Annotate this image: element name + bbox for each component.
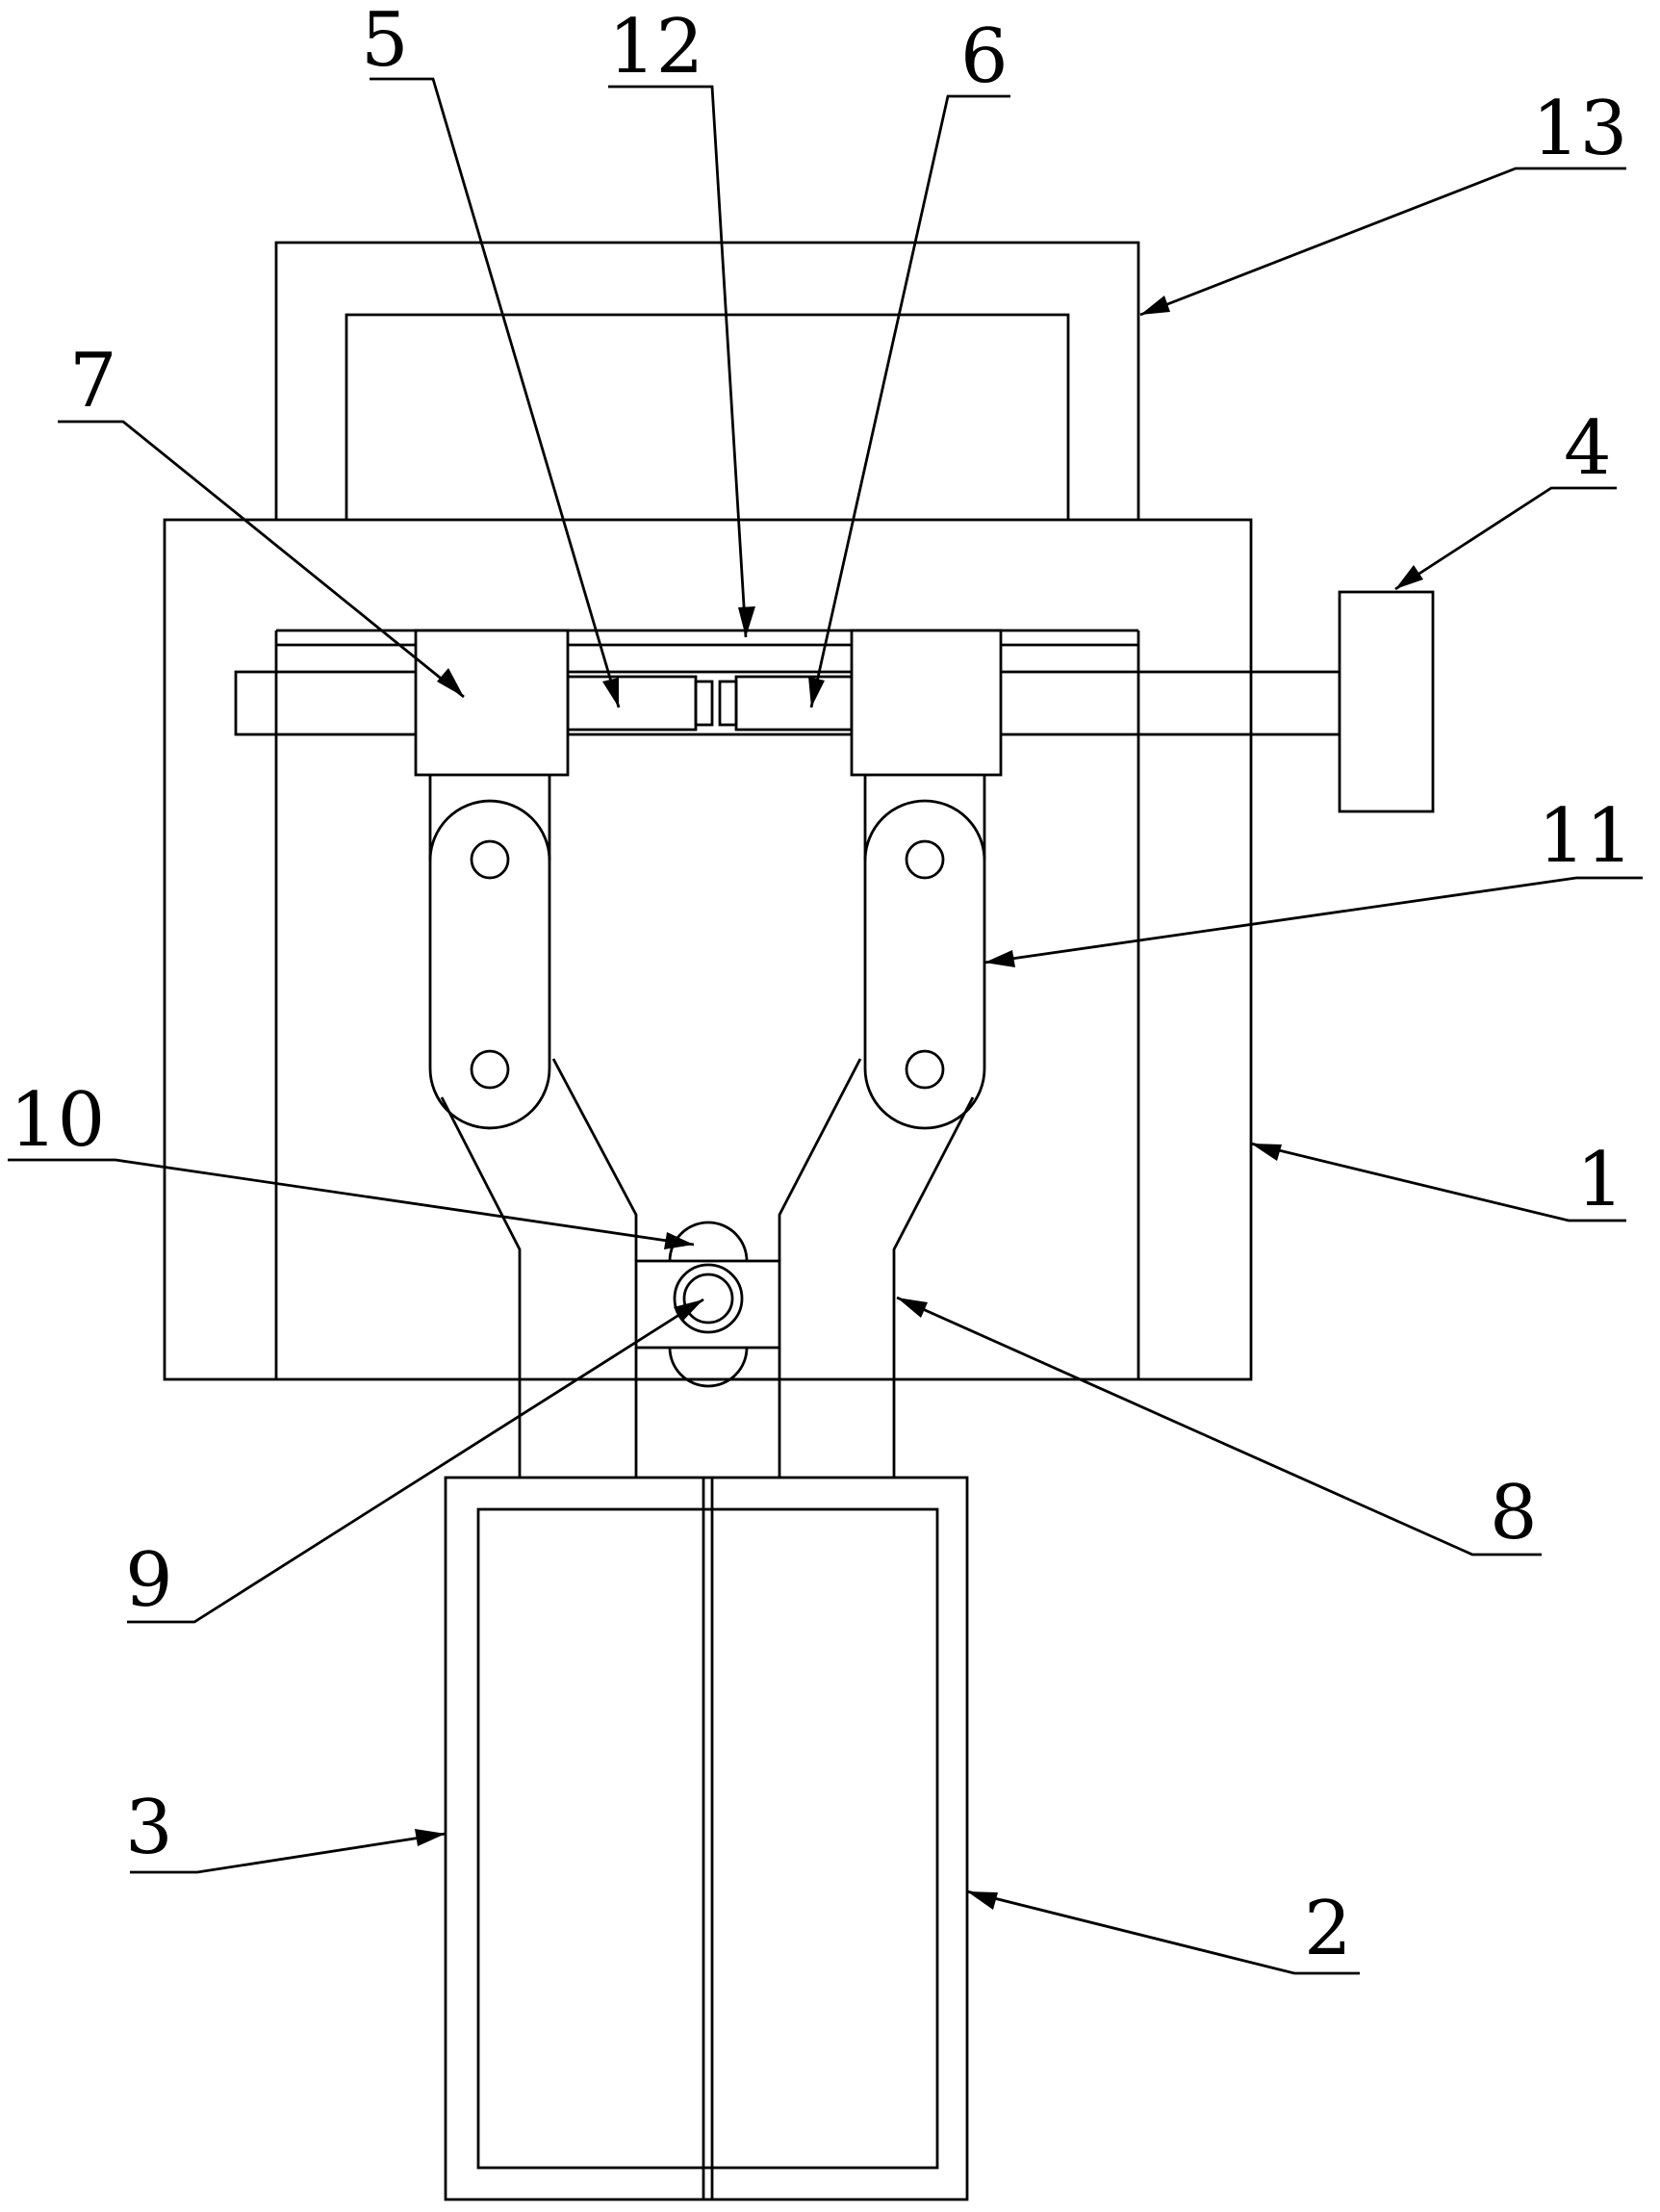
pivot-assembly: [634, 1221, 781, 1388]
leader-2: 2: [966, 1886, 1360, 1975]
label-8: 8: [1490, 1470, 1538, 1556]
label-2: 2: [1304, 1886, 1352, 1972]
screw-shaft: [234, 670, 1341, 736]
guide-rail: [276, 629, 1138, 647]
label-9: 9: [125, 1537, 173, 1624]
leader-11: 11: [983, 793, 1643, 967]
link-left: [428, 775, 551, 1130]
leader-5: 5: [361, 0, 621, 708]
link-right: [863, 775, 986, 1130]
leader-3: 3: [125, 1785, 447, 1874]
label-12: 12: [608, 4, 703, 90]
slider-block-left: [414, 629, 570, 777]
leader-10: 10: [8, 1077, 695, 1249]
leader-13: 13: [1139, 86, 1627, 317]
label-7: 7: [69, 338, 117, 424]
label-13: 13: [1532, 86, 1627, 172]
label-6: 6: [960, 13, 1009, 100]
label-4: 4: [1564, 405, 1612, 492]
label-3: 3: [125, 1785, 173, 1871]
label-5: 5: [361, 0, 409, 84]
clamp-arm-left: [440, 1058, 638, 1478]
handle-knob[interactable]: [1338, 590, 1435, 813]
leader-8: 8: [896, 1296, 1542, 1556]
coupling-segment-right: [718, 675, 854, 732]
label-11: 11: [1538, 793, 1633, 880]
leader-1: 1: [1250, 1137, 1626, 1223]
leader-4: 4: [1394, 405, 1617, 591]
label-1: 1: [1576, 1137, 1624, 1223]
main-housing: [163, 518, 1253, 1381]
leader-9: 9: [125, 1298, 704, 1624]
top-frame: [274, 241, 1140, 520]
slider-block-right: [850, 629, 1003, 777]
label-10: 10: [10, 1077, 105, 1164]
clamp-arm-right: [778, 1058, 975, 1478]
leader-6: 6: [808, 13, 1010, 708]
leader-12: 12: [608, 4, 755, 638]
jaw-plates: [444, 1476, 969, 2201]
coupling-segment-left: [566, 675, 714, 732]
leader-7: 7: [58, 338, 465, 699]
